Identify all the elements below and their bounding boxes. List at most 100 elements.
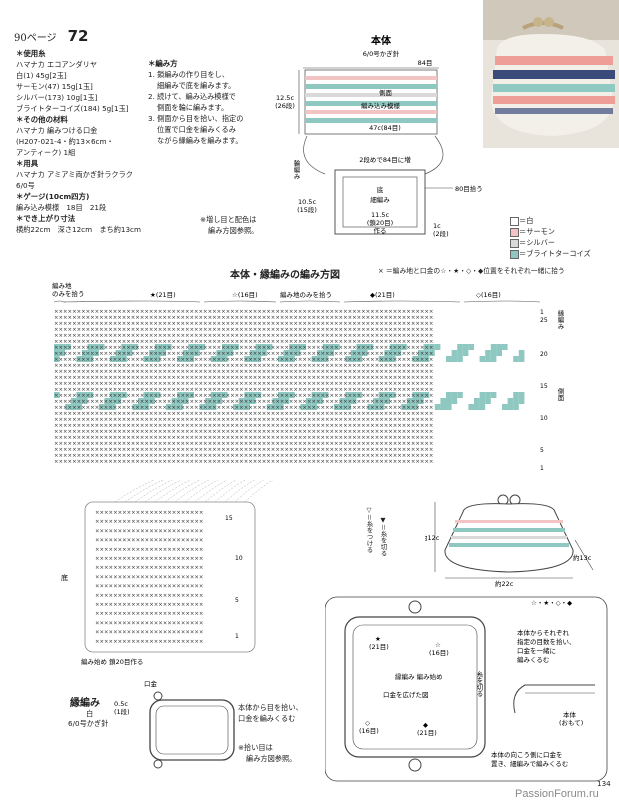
pattern-cell bbox=[244, 356, 250, 362]
gauge-value: 編み込み模様 18目 21段 bbox=[16, 203, 107, 212]
pattern-cell bbox=[154, 392, 161, 398]
pattern-cell bbox=[199, 344, 206, 350]
stitch-row: ××××××××××××××××××××××××××××××××××××××××… bbox=[54, 363, 433, 369]
pattern-cell bbox=[188, 350, 194, 356]
chart-title: 本体・縁編みの編み方図 bbox=[230, 270, 340, 281]
pattern-cell bbox=[126, 344, 133, 350]
pattern-cell bbox=[345, 392, 351, 398]
pattern-cell bbox=[166, 404, 172, 410]
pattern-cell bbox=[513, 356, 519, 362]
yarn-heading: ＊使用糸 bbox=[16, 49, 46, 58]
pattern-cell bbox=[406, 404, 413, 410]
other-heading: ＊その他の材料 bbox=[16, 115, 68, 124]
pattern-cell bbox=[373, 404, 379, 410]
pattern-cell bbox=[513, 392, 519, 398]
pattern-cell bbox=[104, 398, 110, 404]
method-step: 側面を輪に編みます。 bbox=[157, 103, 229, 112]
pattern-cell bbox=[429, 350, 435, 356]
pattern-cell bbox=[266, 404, 273, 410]
method-step: 位置で口金を編みくるみ bbox=[157, 125, 236, 134]
pattern-cell bbox=[87, 344, 94, 350]
base-stitch: 細編み bbox=[370, 195, 390, 204]
pattern-cell bbox=[311, 356, 318, 362]
fan-line bbox=[124, 480, 301, 503]
pattern-cell bbox=[328, 350, 334, 356]
frame-body-2: (おもて) bbox=[559, 719, 583, 727]
pattern-cell bbox=[244, 404, 250, 410]
right-edge-label: 縁編み bbox=[556, 309, 564, 330]
pattern-cell bbox=[182, 350, 189, 356]
row-num: 1 bbox=[540, 465, 544, 472]
pattern-cell bbox=[160, 350, 166, 356]
mark-pick-only: 編み地のみを拾う bbox=[280, 290, 332, 299]
edging-dim-rows: (1段) bbox=[114, 707, 130, 716]
base-chart-label: 底 bbox=[61, 573, 68, 582]
stitch-row: ××××××××××××××××××××××××××××××××××××××××… bbox=[54, 315, 433, 321]
pattern-cell bbox=[490, 356, 497, 362]
stitch-row: ××××××××××××××××××××××××××××××××××××××××… bbox=[54, 441, 433, 447]
pattern-cell bbox=[390, 356, 396, 362]
base-grid: ×××××××××××××××××××××××× ××××××××××××××××… bbox=[95, 510, 203, 645]
pattern-cell bbox=[143, 404, 150, 410]
yarn-item: 白(1) 45g[2玉] bbox=[16, 71, 67, 80]
pattern-cell bbox=[418, 356, 424, 362]
base-stitch-row: ×××××××××××××××××××××××× bbox=[95, 519, 203, 525]
pattern-cell bbox=[283, 398, 290, 404]
pattern-cell bbox=[138, 398, 144, 404]
pattern-cell bbox=[238, 398, 245, 404]
pattern-cell bbox=[115, 398, 122, 404]
pattern-cell bbox=[76, 398, 82, 404]
swatch-white bbox=[510, 216, 519, 226]
pattern-cell bbox=[121, 356, 127, 362]
pattern-cell bbox=[518, 398, 525, 404]
pattern-cell bbox=[177, 404, 183, 410]
pattern-cell bbox=[384, 392, 390, 398]
base-stitch-row: ×××××××××××××××××××××××× bbox=[95, 602, 203, 608]
pattern-cell bbox=[227, 344, 234, 350]
pattern-cell bbox=[390, 344, 396, 350]
base-chart: ×××××××××××××××××××××××× ××××××××××××××××… bbox=[61, 480, 373, 666]
pattern-cell bbox=[188, 392, 194, 398]
stitch-row: ××××××××××××××××××××××××××××××××××××××××… bbox=[54, 309, 433, 315]
base-stitch-row: ×××××××××××××××××××××××× bbox=[95, 620, 203, 626]
pattern-cell bbox=[317, 392, 323, 398]
pattern-cell bbox=[401, 344, 407, 350]
pattern-cell bbox=[93, 350, 99, 356]
pattern-cell bbox=[378, 404, 385, 410]
edging-pick: 本体から目を拾い、 口金を編みくるむ bbox=[238, 702, 303, 724]
pattern-cell bbox=[54, 356, 60, 362]
pattern-cell bbox=[199, 404, 206, 410]
pattern-cell bbox=[82, 350, 88, 356]
pattern-cell bbox=[356, 344, 362, 350]
color-legend: ＝白 ＝サーモン ＝シルバー ＝ブライトターコイズ bbox=[510, 215, 591, 259]
pattern-cell bbox=[216, 356, 222, 362]
gusset: 1c bbox=[433, 222, 441, 230]
stitch-row: ××××××××××××××××××××××××××××××××××××××××… bbox=[54, 369, 433, 375]
pattern-cell bbox=[289, 350, 295, 356]
pattern-cell bbox=[166, 344, 172, 350]
pattern-cell bbox=[65, 344, 71, 350]
pattern-cell bbox=[418, 350, 424, 356]
pattern-cell bbox=[149, 350, 155, 356]
pattern-cell bbox=[496, 350, 502, 356]
pattern-cell bbox=[171, 398, 178, 404]
pattern-cell bbox=[233, 344, 239, 350]
purse-photo bbox=[483, 0, 619, 148]
fan-line bbox=[194, 480, 343, 503]
method-step: 2. 続けて、編み込み模様で bbox=[148, 92, 236, 101]
pattern-cell bbox=[311, 404, 318, 410]
pattern-cell bbox=[311, 398, 318, 404]
pattern-cell bbox=[502, 404, 508, 410]
base-stitch-row: ×××××××××××××××××××××××× bbox=[95, 556, 203, 562]
pattern-cell bbox=[317, 356, 323, 362]
pattern-cell bbox=[350, 392, 357, 398]
pattern-cell bbox=[115, 350, 122, 356]
pattern-cell bbox=[250, 350, 256, 356]
pattern-cell bbox=[345, 356, 351, 362]
pattern-cell bbox=[518, 350, 525, 356]
pattern-cell bbox=[462, 350, 469, 356]
pattern-cell bbox=[451, 350, 458, 356]
tools-heading: ＊用具 bbox=[16, 159, 39, 168]
frame-body: 本体 bbox=[563, 710, 577, 719]
yarn-brand: ハマナカ エコアンダリヤ bbox=[16, 60, 98, 69]
